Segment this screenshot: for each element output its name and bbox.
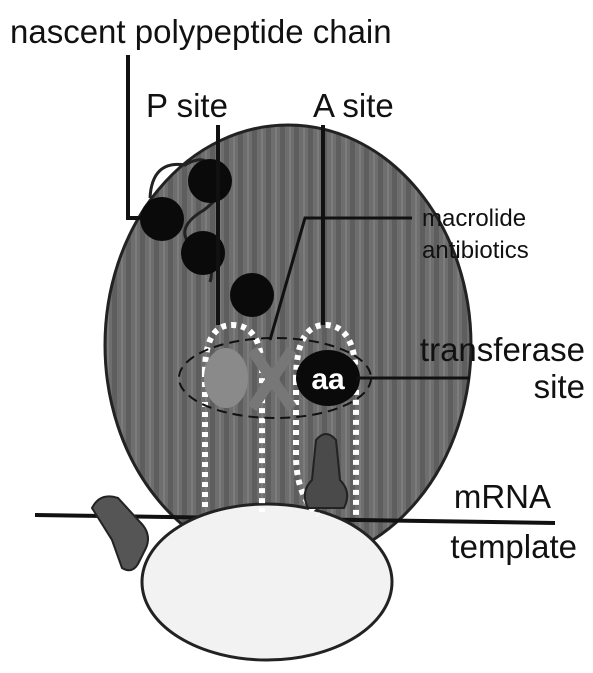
transferase-label-line2: site [534, 368, 585, 405]
p-site-label: P site [146, 87, 228, 124]
amino-acid-bead [188, 159, 232, 203]
template-label: template [450, 528, 577, 565]
p-site-pocket [204, 348, 248, 408]
macrolide-label-line1: macrolide [422, 205, 526, 232]
mrna-label: mRNA [454, 478, 551, 515]
exiting-trna [92, 496, 148, 570]
amino-acid-bead [230, 273, 274, 317]
a-site-label: A site [313, 87, 394, 124]
amino-acid-bead [140, 197, 184, 241]
large-subunit [105, 125, 471, 565]
transferase-label-line1: transferase [420, 331, 585, 368]
small-subunit [142, 504, 392, 660]
chain-leader [128, 55, 140, 218]
aa-label: aa [311, 363, 345, 396]
nascent-chain-label: nascent polypeptide chain [10, 13, 392, 50]
macrolide-label-line2: antibiotics [422, 237, 529, 264]
